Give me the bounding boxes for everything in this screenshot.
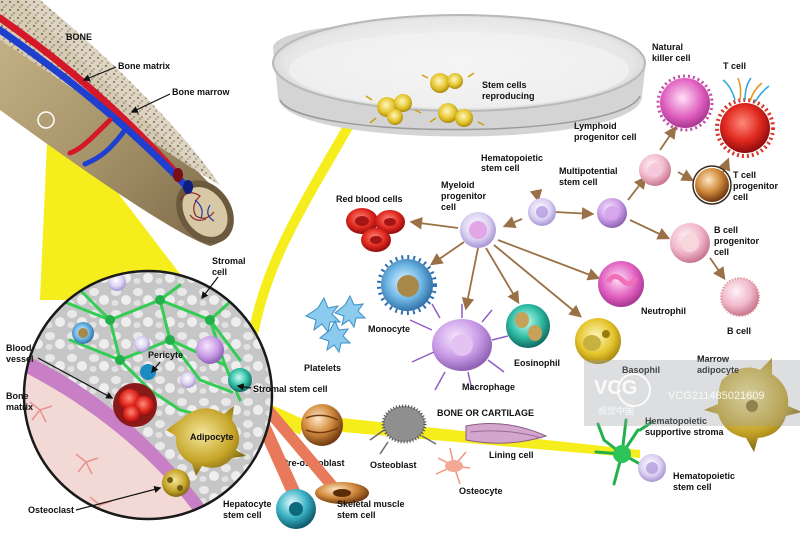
basophil-label: Basophil xyxy=(622,365,660,375)
osteocyte-label: Osteocyte xyxy=(459,486,503,496)
skeletal-label-line2: stem cell xyxy=(337,510,376,520)
skeletal-muscle-stem-cell xyxy=(315,482,369,504)
t-cell-progenitor-label-line3: cell xyxy=(733,192,748,202)
hematopoietic-supportive-label-line1: Hematopoietic xyxy=(645,416,707,426)
osteoclast-label: Osteoclast xyxy=(28,505,74,515)
marrow-adipocyte-label-line2: adipocyte xyxy=(697,365,739,375)
stromal-cell-label-line2: cell xyxy=(212,267,227,277)
t-cell xyxy=(715,77,775,158)
b-cell-progenitor-label-line1: B cell xyxy=(714,225,738,235)
neutrophil-label: Neutrophil xyxy=(641,306,686,316)
b-cell-label: B cell xyxy=(727,326,751,336)
lymphoid-progenitor-label-line2: progenitor cell xyxy=(574,132,637,142)
macrophage xyxy=(409,303,509,391)
bone-or-cartilage-label: BONE OR CARTILAGE xyxy=(437,408,534,418)
t-cell-label: T cell xyxy=(723,61,746,71)
lymphoid-progenitor-label-line1: Lymphoid xyxy=(574,121,617,131)
bone-matrix-circle-label-line2: matrix xyxy=(6,402,33,412)
natural-killer-cell xyxy=(656,74,714,132)
hepatocyte-label-line2: stem cell xyxy=(223,510,262,520)
natural-killer-label-line1: Natural xyxy=(652,42,683,52)
marrow-adipocyte-label-line1: Marrow xyxy=(697,354,730,364)
basophil xyxy=(575,318,621,364)
osteoblast-label: Osteoblast xyxy=(370,460,417,470)
neutrophil xyxy=(598,261,644,307)
platelets xyxy=(304,294,367,354)
bone-cross-section xyxy=(0,0,234,246)
b-cell-progenitor-label-line3: cell xyxy=(714,247,729,257)
bone-matrix-label: Bone matrix xyxy=(118,61,170,71)
platelets-label: Platelets xyxy=(304,363,341,373)
stromal-cell-label-line1: Stromal xyxy=(212,256,246,266)
eosinophil xyxy=(506,304,550,348)
osteocyte xyxy=(435,447,471,485)
myeloid-progenitor-label-line3: cell xyxy=(441,202,456,212)
hematopoietic-stem-bottom-label-line1: Hematopoietic xyxy=(673,471,735,481)
skeletal-label-line1: Skeletal muscle xyxy=(337,499,405,509)
red-blood-cells-label: Red blood cells xyxy=(336,194,403,204)
stem-cells-reproducing-label-line1: Stem cells xyxy=(482,80,527,90)
monocyte-label: Monocyte xyxy=(368,324,410,334)
adipocyte-label: Adipocyte xyxy=(190,432,234,442)
t-cell-progenitor-label-line2: progenitor xyxy=(733,181,778,191)
hepatocyte-label-line1: Hepatocyte xyxy=(223,499,272,509)
stromal-stem-cell-label: Stromal stem cell xyxy=(253,384,328,394)
myeloid-progenitor-label-line1: Myeloid xyxy=(441,180,475,190)
bone-marrow-label: Bone marrow xyxy=(172,87,231,97)
hepatocyte-stem-cell xyxy=(276,489,316,529)
t-cell-progenitor-label-line1: T cell xyxy=(733,170,756,180)
natural-killer-label-line2: killer cell xyxy=(652,53,691,63)
t-cell-progenitor xyxy=(695,168,729,202)
monocyte xyxy=(377,255,437,315)
osteoblast xyxy=(369,404,437,455)
b-cell-progenitor-label-line2: progenitor xyxy=(714,236,759,246)
bone-matrix-circle-label-line1: Bone xyxy=(6,391,29,401)
macrophage-label: Macrophage xyxy=(462,382,515,392)
pericyte-label: Pericyte xyxy=(148,350,183,360)
multipotential-label-line2: stem cell xyxy=(559,177,598,187)
pre-osteoblast xyxy=(301,404,343,446)
lining-cell xyxy=(465,423,548,444)
b-cell xyxy=(721,278,759,316)
watermark-id: VCG211485021609 xyxy=(668,390,764,402)
red-blood-cells xyxy=(346,208,405,252)
hematopoietic-stem-label-line1: Hematopoietic xyxy=(481,153,543,163)
marrow-adipocyte xyxy=(704,358,800,452)
hematopoietic-stem-label-line2: stem cell xyxy=(481,163,520,173)
bone-label: BONE xyxy=(66,32,92,42)
blood-vessel-label-line1: Blood xyxy=(6,343,32,353)
hematopoietic-supportive-label-line2: supportive stroma xyxy=(645,427,725,437)
myeloid-progenitor-label-line2: progenitor xyxy=(441,191,486,201)
multipotential-label-line1: Multipotential xyxy=(559,166,618,176)
watermark-brand: VCG xyxy=(594,377,637,399)
stem-cells-reproducing xyxy=(365,72,485,127)
lineage-arrows xyxy=(409,125,731,318)
hematopoietic-stem-bottom-label-line2: stem cell xyxy=(673,482,712,492)
stem-cells-reproducing-label-line2: reproducing xyxy=(482,91,535,101)
blood-vessel-label-line2: vessel xyxy=(6,354,34,364)
watermark-caption: 视觉中国 xyxy=(598,405,634,416)
hematopoietic-supportive-stroma xyxy=(594,418,654,486)
watermark: VCG 视觉中国 VCG211485021609 xyxy=(584,360,800,426)
magnified-marrow-view xyxy=(22,269,274,521)
lining-cell-label: Lining cell xyxy=(489,450,534,460)
eosinophil-label: Eosinophil xyxy=(514,358,560,368)
